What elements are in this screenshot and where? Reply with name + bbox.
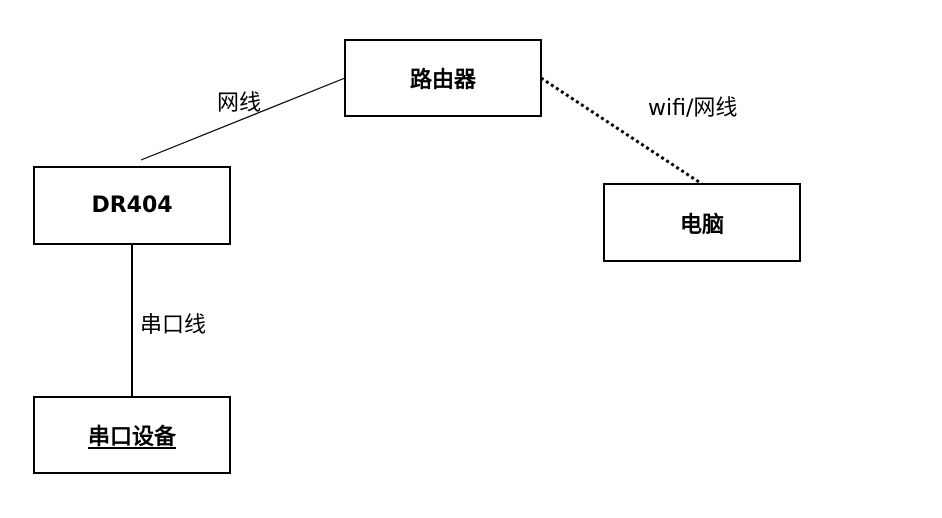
- wifi-edge-label: wifi/网线: [648, 96, 738, 121]
- dr404-node: DR404: [33, 166, 231, 245]
- router-label: 路由器: [409, 68, 476, 93]
- dr404-label: DR404: [91, 193, 173, 218]
- computer-node: 电脑: [603, 183, 801, 262]
- serial-edge-label: 串口线: [140, 313, 207, 338]
- ethernet-connector: [140, 77, 346, 161]
- serial-device-node: 串口设备: [33, 396, 231, 474]
- computer-label: 电脑: [679, 212, 724, 238]
- router-node: 路由器: [344, 39, 542, 117]
- serial-device-label: 串口设备: [87, 425, 176, 450]
- ethernet-edge-label: 网线: [217, 91, 262, 116]
- wifi-connector: [540, 76, 703, 186]
